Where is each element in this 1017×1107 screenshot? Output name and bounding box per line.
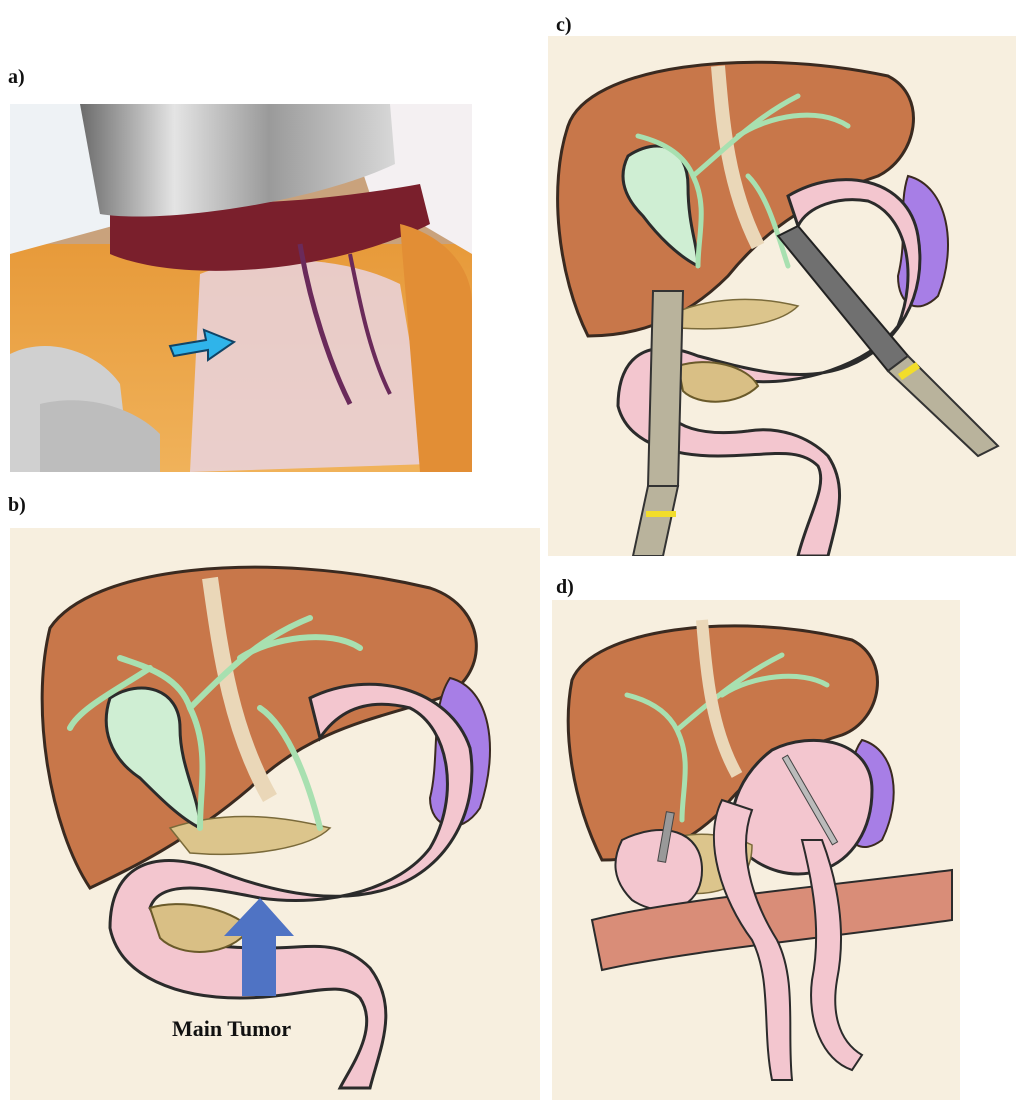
anatomy-illustration-c [548,36,1016,556]
panel-b-illustration: Main Tumor [10,528,540,1100]
panel-label-c: c) [556,14,572,37]
panel-label-d: d) [556,576,574,599]
panel-label-a: a) [8,66,25,89]
anatomy-illustration-b [10,528,540,1100]
panel-label-b: b) [8,494,26,517]
anatomy-illustration-d [552,600,960,1100]
panel-c-illustration [548,36,1016,556]
panel-d-illustration [552,600,960,1100]
panel-a-surgical-photo [10,104,472,472]
main-tumor-label: Main Tumor [172,1016,291,1042]
surgical-photo-illustration [10,104,472,472]
